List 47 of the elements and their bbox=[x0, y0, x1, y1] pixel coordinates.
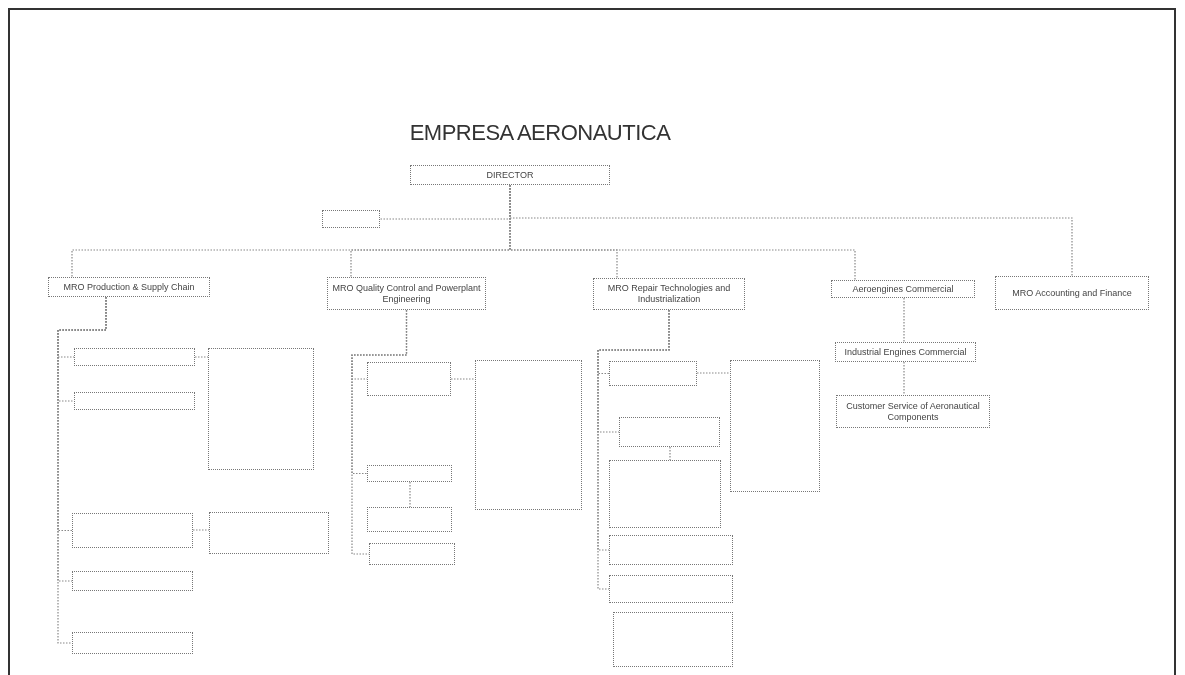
unit-name: MRO Production & Supply Chain bbox=[63, 281, 195, 293]
unit-name: MRO Accounting and Finance bbox=[1012, 287, 1132, 299]
org-box bbox=[208, 348, 314, 470]
org-unit-box bbox=[410, 165, 610, 185]
org-box bbox=[367, 362, 451, 396]
connector-line bbox=[696, 372, 731, 374]
org-unit-box bbox=[48, 277, 210, 297]
connector-line bbox=[194, 356, 209, 358]
org-unit-box bbox=[995, 276, 1149, 310]
org-box bbox=[209, 512, 329, 554]
unit-name: Aeroengines Commercial bbox=[852, 283, 954, 295]
org-box bbox=[609, 575, 733, 603]
org-box bbox=[609, 361, 697, 386]
org-box bbox=[74, 348, 195, 366]
org-box bbox=[475, 360, 582, 510]
connector-line bbox=[903, 361, 905, 396]
org-box bbox=[730, 360, 820, 492]
connector-line bbox=[509, 184, 1073, 277]
unit-name: Customer Service of Aeronautical Components bbox=[845, 400, 981, 423]
org-box bbox=[613, 612, 733, 667]
unit-name: MRO Quality Control and Powerplant Engineering bbox=[331, 282, 482, 305]
connector-line bbox=[903, 297, 905, 343]
unit-name: MRO Repair Technologies and Industrialization bbox=[606, 283, 732, 305]
org-box bbox=[74, 392, 195, 410]
org-unit-box bbox=[835, 342, 976, 362]
org-unit-box bbox=[831, 280, 975, 298]
org-box bbox=[367, 465, 452, 482]
org-box bbox=[367, 507, 452, 532]
org-box bbox=[369, 543, 455, 565]
org-box bbox=[322, 210, 380, 228]
org-box bbox=[72, 513, 193, 548]
connector-line bbox=[57, 296, 107, 644]
org-unit-box bbox=[836, 395, 990, 428]
connector-line bbox=[351, 309, 408, 555]
connector-line bbox=[669, 446, 671, 461]
org-box bbox=[72, 632, 193, 654]
chart-title: EMPRESA AERONAUTICA bbox=[408, 120, 672, 146]
org-box bbox=[609, 535, 733, 565]
connector-line bbox=[450, 378, 476, 380]
connector-line bbox=[192, 529, 210, 531]
unit-name: Industrial Engines Commercial bbox=[844, 346, 967, 358]
unit-name: DIRECTOR bbox=[486, 169, 534, 181]
org-box bbox=[609, 460, 721, 528]
connector-line bbox=[409, 481, 411, 508]
org-box bbox=[72, 571, 193, 591]
org-box bbox=[619, 417, 720, 447]
org-unit-box bbox=[593, 278, 745, 310]
